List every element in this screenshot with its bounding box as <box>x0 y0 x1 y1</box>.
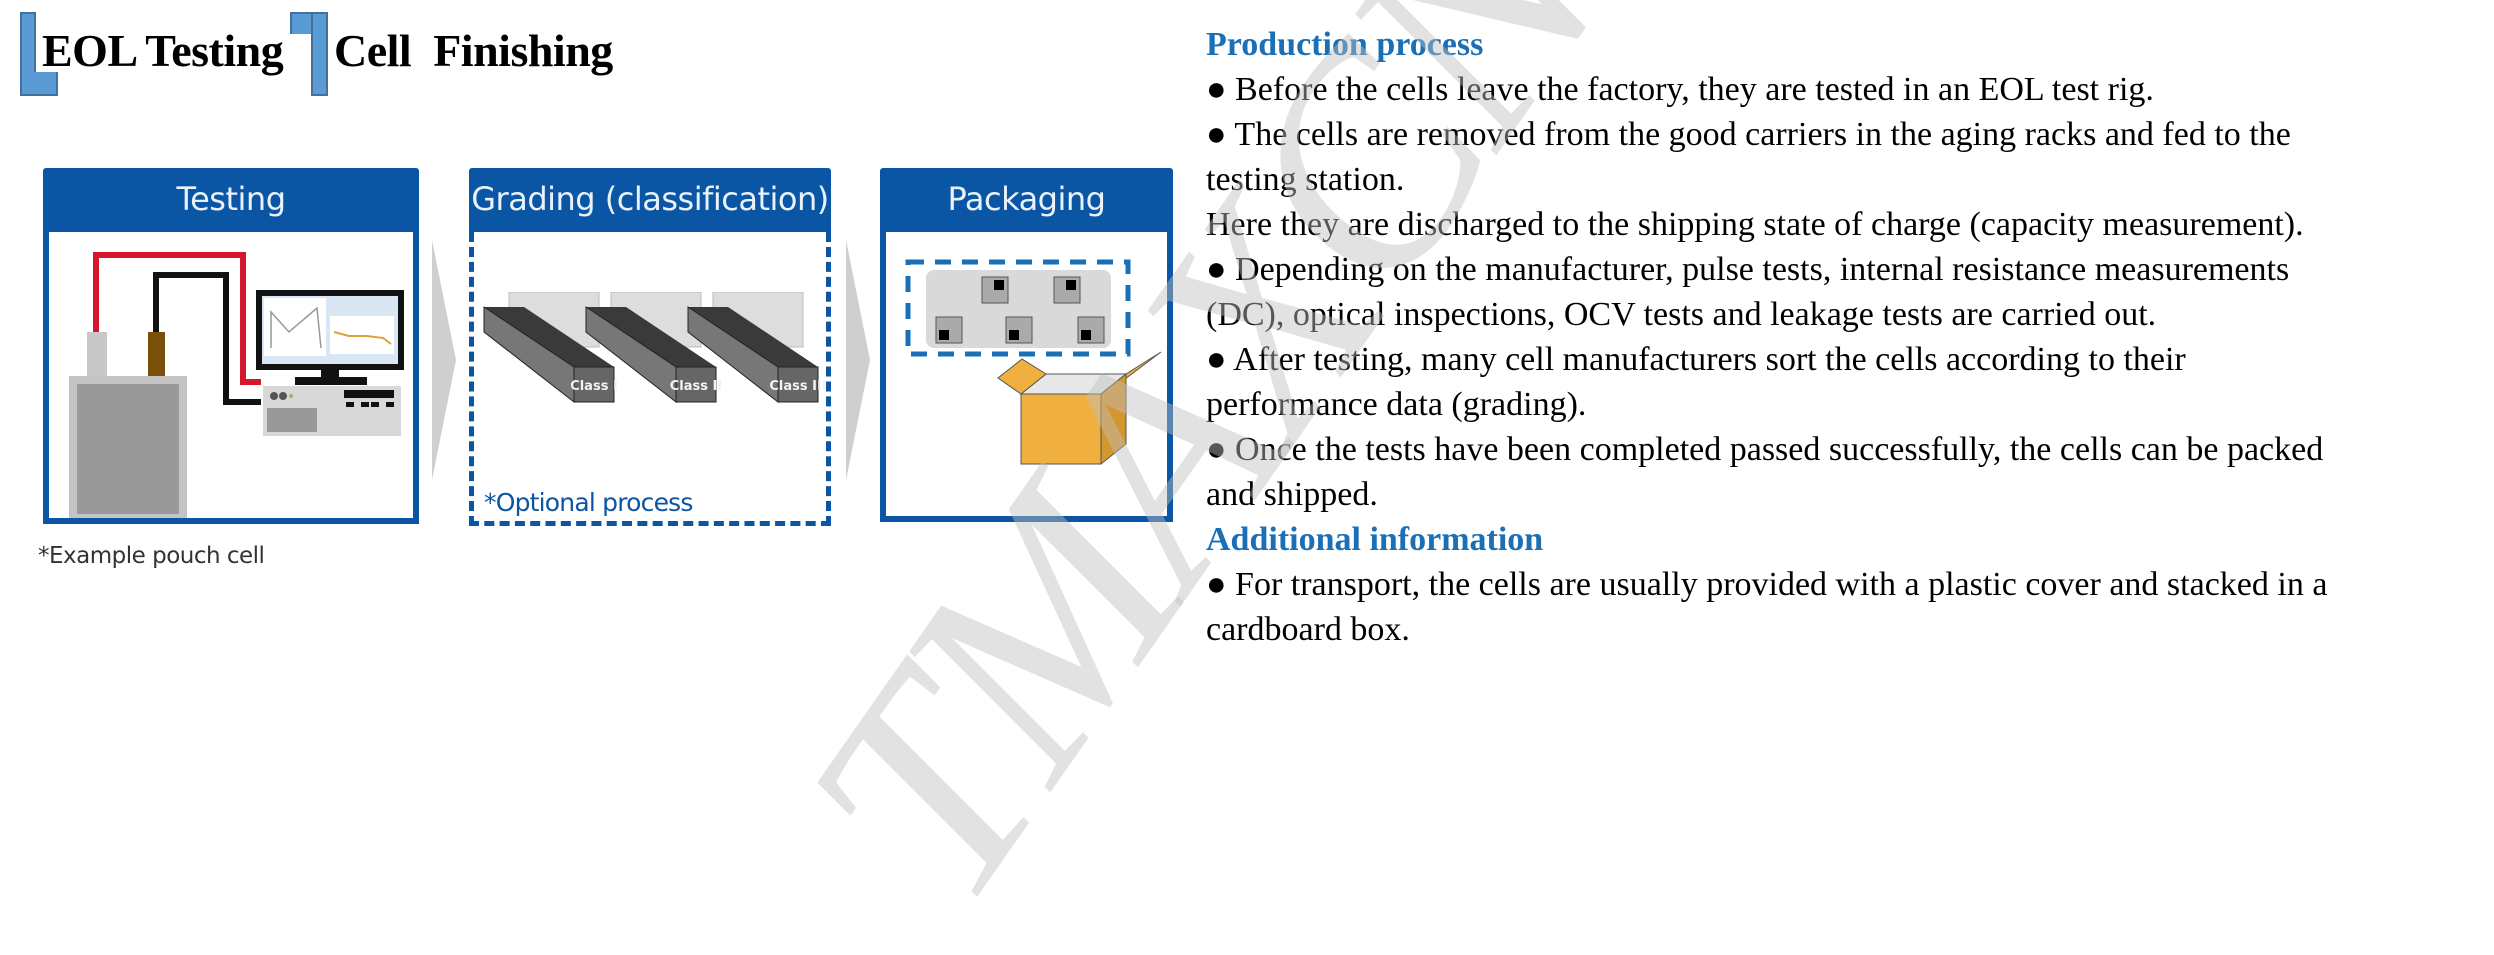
bin-label-class-1: Class I <box>570 379 618 394</box>
grading-box: Grading (classification) Class I Class I… <box>469 168 831 526</box>
text-line: testing station. <box>1206 161 1405 198</box>
optional-process-note: *Optional process <box>484 488 693 517</box>
bin-label-class-3: Class III <box>769 379 826 394</box>
red-cable <box>93 252 261 385</box>
text-line: ● Before the cells leave the factory, th… <box>1206 71 2154 108</box>
grading-box-header: Grading (classification) <box>469 168 831 232</box>
packaging-box-body <box>880 232 1173 522</box>
packaging-box: Packaging <box>880 168 1173 522</box>
cell-terminal-positive <box>87 332 107 376</box>
title-part-cell-finishing: Cell Finishing <box>334 25 613 76</box>
grading-box-body: Class I Class II Class III *Optional pro… <box>469 232 831 526</box>
grading-illustration: Class I Class II Class III <box>483 292 826 404</box>
chevron-arrow-icon <box>846 240 870 480</box>
text-line: ● For transport, the cells are usually p… <box>1206 566 2328 603</box>
page-title: EOL Testing Cell Finishing <box>20 12 660 96</box>
text-line: performance data (grading). <box>1206 386 1587 423</box>
bin-class-2: Class II <box>585 292 722 404</box>
bin-class-1: Class I <box>483 292 618 404</box>
text-line: ● After testing, many cell manufacturers… <box>1206 341 2186 378</box>
testing-box: Testing <box>43 168 419 524</box>
testing-box-body <box>43 232 419 524</box>
left-bracket-foot-decoration <box>20 72 58 96</box>
black-cable <box>153 272 261 405</box>
testing-illustration <box>69 252 404 518</box>
description-panel: Production process ● Before the cells le… <box>1206 22 2486 652</box>
chevron-arrow-icon <box>432 240 456 480</box>
bin-label-class-2: Class II <box>670 379 722 394</box>
text-line: Here they are discharged to the shipping… <box>1206 206 2304 243</box>
text-line: cardboard box. <box>1206 611 1410 648</box>
cell-tray-outline <box>905 259 1131 357</box>
text-line: ● Once the tests have been completed pas… <box>1206 431 2324 468</box>
title-part-eol-testing: EOL Testing <box>42 25 284 76</box>
testing-caption: *Example pouch cell <box>38 543 265 569</box>
cell-icons <box>935 276 1105 344</box>
text-line: ● Depending on the manufacturer, pulse t… <box>1206 251 2290 288</box>
text-line: and shipped. <box>1206 476 1378 513</box>
right-bracket-decoration <box>311 12 328 96</box>
cardboard-box-icon <box>997 351 1162 466</box>
heading-production-process: Production process <box>1206 26 1484 63</box>
testing-box-header: Testing <box>43 168 419 232</box>
heading-additional-information: Additional information <box>1206 521 1544 558</box>
cell-terminal-negative <box>148 332 165 376</box>
packaging-box-header: Packaging <box>880 168 1173 232</box>
text-line: ● The cells are removed from the good ca… <box>1206 116 2291 153</box>
bin-class-3: Class III <box>687 292 826 404</box>
text-line: (DC), optical inspections, OCV tests and… <box>1206 296 2157 333</box>
packaging-illustration <box>905 259 1162 466</box>
